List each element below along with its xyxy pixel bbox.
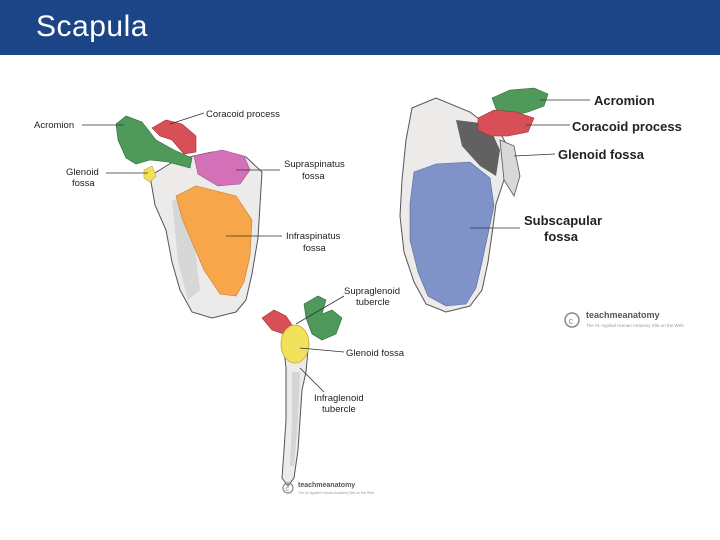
leader-glenoid-lateral [299, 347, 345, 353]
anterior-view: Acromion Coracoid process Glenoid fossa … [399, 87, 684, 328]
glenoid-fossa-lateral [280, 324, 310, 364]
subscapular-fossa-region [409, 161, 495, 307]
label-coracoid-anterior: Coracoid process [572, 119, 682, 134]
posterior-shading [172, 198, 200, 300]
label-glenoid-lateral: Glenoid fossa [346, 348, 405, 359]
coracoid-region-posterior [151, 119, 197, 155]
label-infraglenoid-1: Infraglenoid [314, 393, 364, 404]
watermark-anterior: c teachmeanatomy The #1 Applied Human An… [564, 310, 684, 328]
acromion-region-lateral [303, 295, 343, 341]
leader-coracoid-posterior [169, 112, 205, 125]
coracoid-region-anterior [477, 109, 535, 137]
title-bar: Scapula [0, 0, 720, 55]
infraspinatus-fossa-region [175, 185, 253, 297]
label-glenoid-anterior: Glenoid fossa [558, 147, 645, 162]
watermark-lateral: c teachmeanatomy The #1 Applied Human An… [282, 482, 374, 495]
watermark-lateral-sub: The #1 Applied Human Anatomy Site on the… [298, 491, 374, 495]
label-subscapular-2: fossa [544, 229, 579, 244]
label-infraspinatus-2: fossa [303, 243, 326, 254]
glenoid-region-posterior [143, 165, 157, 183]
label-acromion-posterior: Acromion [34, 120, 74, 131]
supraspinatus-fossa-region [193, 149, 251, 187]
label-glenoid-posterior-1: Glenoid [66, 167, 99, 178]
copyright-icon [282, 482, 294, 494]
acromion-region-posterior [115, 115, 193, 169]
watermark-lateral-text: teachmeanatomy [298, 482, 355, 489]
leader-supraglenoid [295, 295, 345, 325]
lateral-shading [290, 372, 300, 466]
copyright-c: c [569, 316, 574, 326]
watermark-anterior-sub: The #1 Applied Human Anatomy Site on the… [586, 323, 684, 328]
watermark-anterior-text: teachmeanatomy [586, 310, 660, 320]
label-infraglenoid-2: tubercle [322, 404, 356, 415]
leader-infraglenoid [299, 367, 325, 393]
anterior-glenoid-rim [499, 139, 521, 197]
label-acromion-anterior: Acromion [594, 93, 655, 108]
label-coracoid-posterior: Coracoid process [206, 109, 280, 120]
label-supraglenoid-2: tubercle [356, 297, 390, 308]
lateral-view: Supraglenoid tubercle Glenoid fossa Infr… [261, 286, 405, 495]
page-title: Scapula [36, 10, 148, 43]
label-infraspinatus-1: Infraspinatus [286, 231, 341, 242]
label-glenoid-posterior-2: fossa [72, 178, 95, 189]
copyright-c: c [286, 486, 290, 493]
label-supraglenoid-1: Supraglenoid [344, 286, 400, 297]
label-subscapular-1: Subscapular [524, 213, 602, 228]
label-supraspinatus-1: Supraspinatus [284, 159, 345, 170]
posterior-view: Acromion Coracoid process Glenoid fossa … [34, 109, 345, 319]
leader-glenoid-anterior [513, 153, 556, 157]
copyright-icon [564, 312, 580, 328]
label-supraspinatus-2: fossa [302, 171, 325, 182]
